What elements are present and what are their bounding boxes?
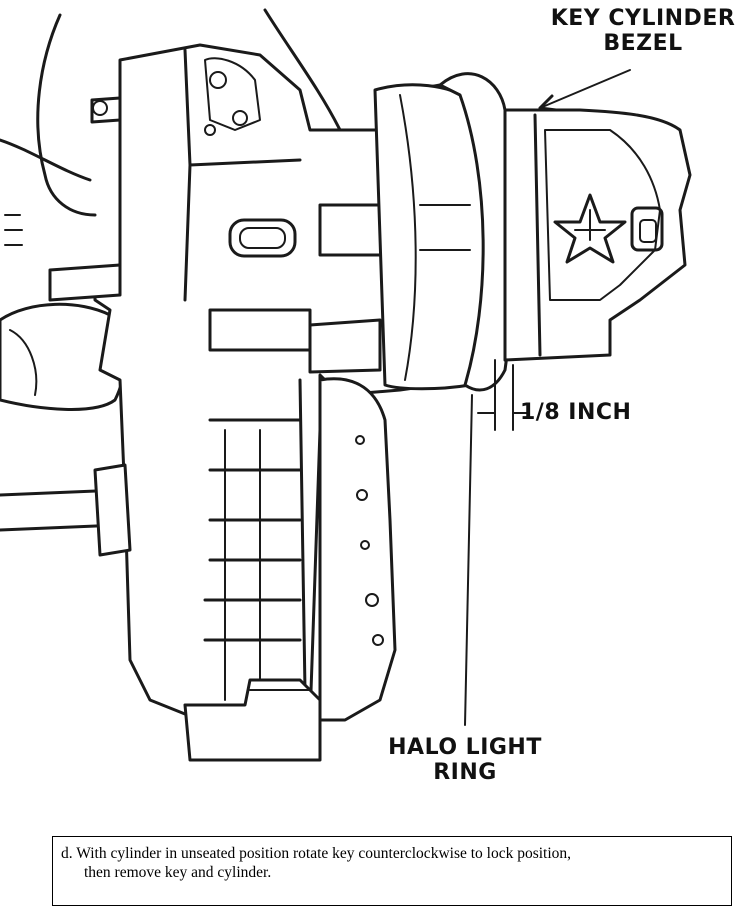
gap-dimension-label: 1/8 INCH: [520, 400, 632, 425]
ignition-switch-illustration: [0, 8, 692, 762]
bezel-label-line-2: BEZEL: [603, 31, 683, 56]
bezel-label-line-1: KEY CYLINDER: [550, 6, 736, 31]
halo-light-ring: [373, 72, 516, 392]
halo-label-line-1: HALO LIGHT: [388, 735, 542, 760]
caption-line-2: then remove key and cylinder.: [84, 864, 272, 881]
leader-lines: [464, 69, 631, 726]
column-shroud: [0, 8, 342, 246]
halo-light-ring-label: HALO LIGHT RING: [380, 735, 550, 785]
key-cylinder-bezel: [503, 108, 692, 362]
switch-body: [0, 43, 472, 762]
halo-label-line-2: RING: [433, 760, 497, 785]
pentastar-emblem-icon: [553, 193, 627, 264]
caption-line-1: d. With cylinder in unseated position ro…: [61, 845, 572, 862]
key-cylinder-bezel-label: KEY CYLINDER BEZEL: [548, 6, 738, 56]
instruction-caption: d. With cylinder in unseated position ro…: [52, 836, 732, 906]
